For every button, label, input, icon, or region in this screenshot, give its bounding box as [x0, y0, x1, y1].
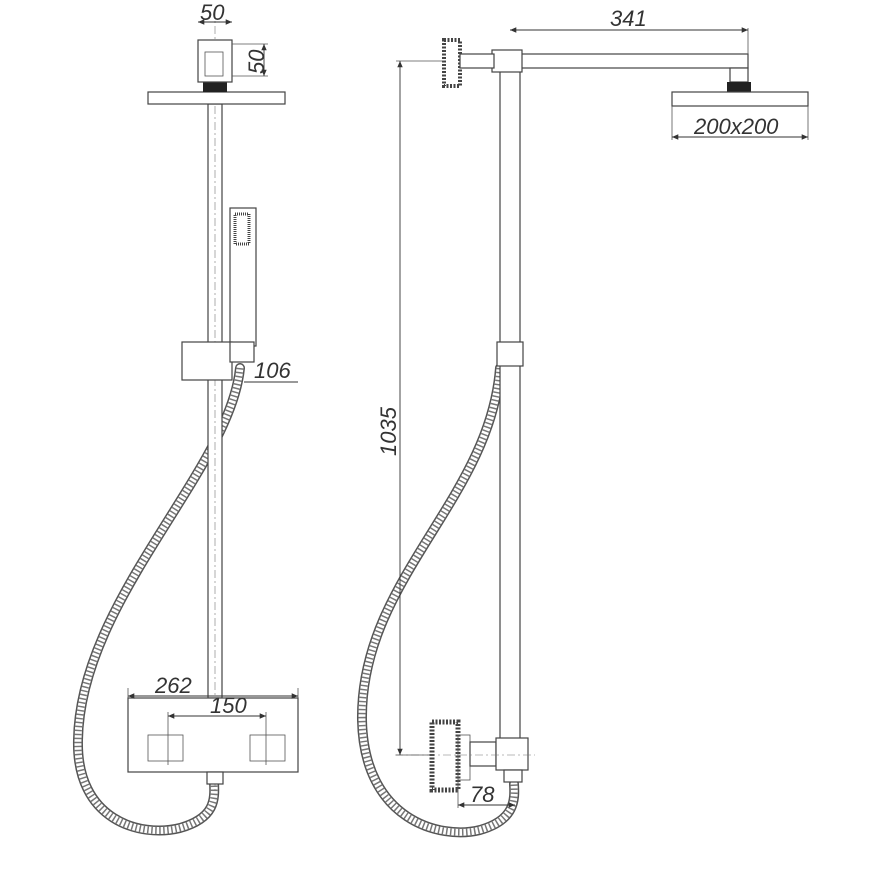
wall-flange — [429, 719, 461, 793]
drawing-line — [74, 364, 244, 834]
drawing-line — [147, 734, 184, 762]
dim-inlet-spacing: 150 — [210, 693, 247, 718]
dim-holder-offset: 106 — [254, 358, 291, 383]
dim-wall-offset: 78 — [470, 782, 495, 807]
dim-arm-length: 341 — [610, 6, 647, 31]
drawing-line — [459, 53, 495, 69]
side-view: 341 1035 200x200 78 — [356, 6, 809, 838]
riser-pipe — [499, 69, 521, 741]
arm-joint — [491, 49, 523, 73]
outlet-nut — [206, 771, 224, 785]
dim-connector-height: 50 — [244, 49, 269, 74]
elbow — [495, 737, 529, 771]
head-nut — [727, 82, 751, 92]
dim-thermostat-width: 262 — [154, 673, 192, 698]
slider-holder — [181, 341, 233, 381]
drawing-line — [469, 741, 497, 767]
drawing-line — [503, 769, 523, 783]
dim-connector-width: 50 — [200, 0, 225, 25]
drawing-line — [729, 67, 749, 83]
drawing-line — [358, 364, 518, 836]
hand-shower-nozzles — [233, 212, 251, 246]
dim-height: 1035 — [376, 406, 401, 456]
slider — [496, 341, 524, 367]
drawing-line — [229, 341, 255, 363]
front-view: 50 50 106 262 150 — [72, 0, 299, 836]
drawing-line — [249, 734, 286, 762]
rain-shower-head — [147, 91, 286, 105]
rain-shower-head — [671, 91, 809, 107]
drawing-line — [204, 51, 224, 77]
shower-arm — [494, 53, 749, 69]
head-nut — [203, 82, 227, 92]
ceiling-connector — [197, 39, 233, 83]
dim-head-size: 200x200 — [693, 114, 779, 139]
wall-bracket — [442, 38, 462, 88]
hand-shower — [229, 207, 257, 347]
